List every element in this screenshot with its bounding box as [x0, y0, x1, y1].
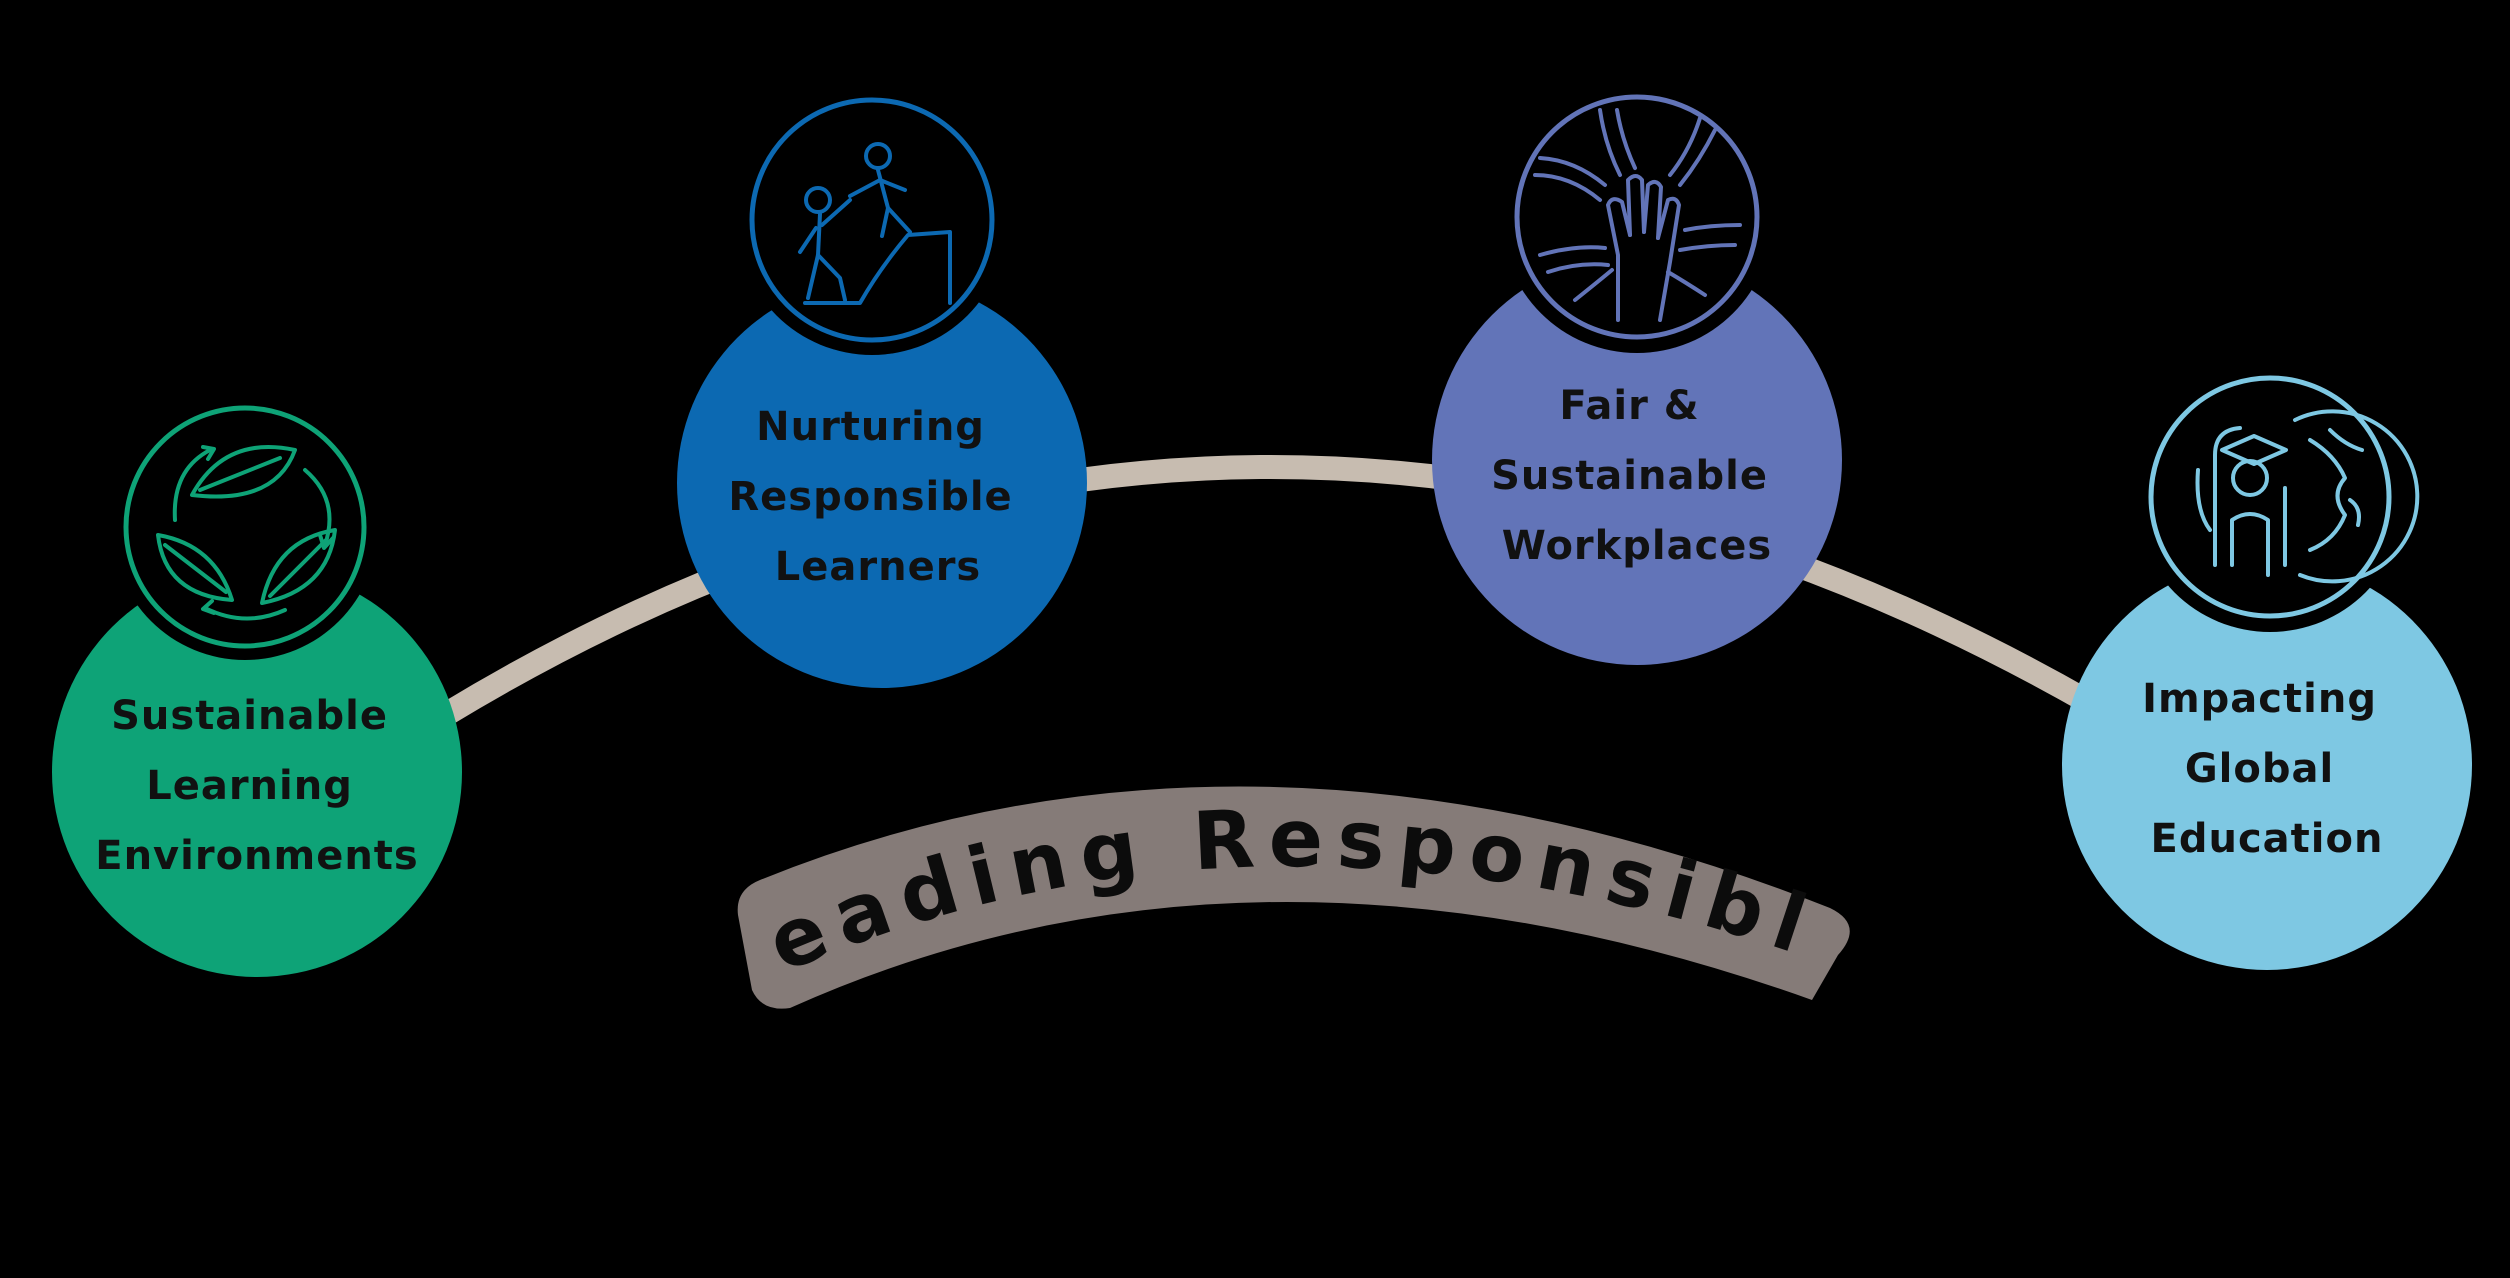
pillar-label: Fair & Sustainable Workplaces — [1491, 383, 1783, 569]
pillar-sustainable-learning-environments: Sustainable Learning Environments — [52, 394, 462, 977]
pillar-nurturing-responsible-learners: Nurturing Responsible Learners — [677, 85, 1087, 688]
icon-badge — [1501, 81, 1773, 353]
pillar-circle — [677, 278, 1087, 688]
icon-badge-ring — [1514, 94, 1760, 340]
pillar-label-line: Learning — [146, 763, 353, 809]
pillar-label-line: Impacting — [2142, 676, 2377, 722]
pillar-label-line: Responsible — [728, 474, 1012, 520]
pillar-label-line: Global — [2185, 746, 2334, 792]
pillar-label-line: Education — [2151, 816, 2384, 862]
pillar-label-line: Sustainable — [1491, 453, 1768, 499]
helping-climb-icon — [798, 142, 952, 305]
connector-arc — [433, 454, 2102, 727]
pillar-label: Impacting Global Education — [2142, 676, 2392, 862]
pillar-fair-sustainable-workplaces: Fair & Sustainable Workplaces — [1432, 81, 1842, 665]
icon-badge-ring — [123, 405, 367, 649]
icon-badge-ring — [2148, 375, 2392, 619]
icon-badge — [2135, 362, 2405, 632]
pillar-label-line: Nurturing — [756, 404, 985, 450]
icon-badge — [737, 85, 1007, 355]
pillar-label-line: Sustainable — [111, 693, 388, 739]
pillar-label-line: Environments — [95, 833, 418, 879]
pillar-circle — [2062, 560, 2472, 970]
banner-shape — [737, 786, 1850, 1009]
pillar-label: Sustainable Learning Environments — [95, 693, 418, 879]
pillar-label-line: Workplaces — [1502, 523, 1773, 569]
graduate-globe-icon — [2195, 409, 2420, 584]
pillar-label: Nurturing Responsible Learners — [728, 404, 1027, 590]
icon-badge — [112, 394, 378, 660]
joined-hands-icon — [1533, 108, 1742, 322]
pillar-circle — [1432, 255, 1842, 665]
icon-badge-ring — [749, 97, 995, 343]
pillar-impacting-global-education: Impacting Global Education — [2062, 362, 2472, 970]
pillar-circle — [52, 567, 462, 977]
pillar-label-line: Learners — [775, 544, 981, 590]
pillar-label-line: Fair & — [1559, 383, 1699, 429]
recycle-leaves-icon — [156, 445, 337, 621]
